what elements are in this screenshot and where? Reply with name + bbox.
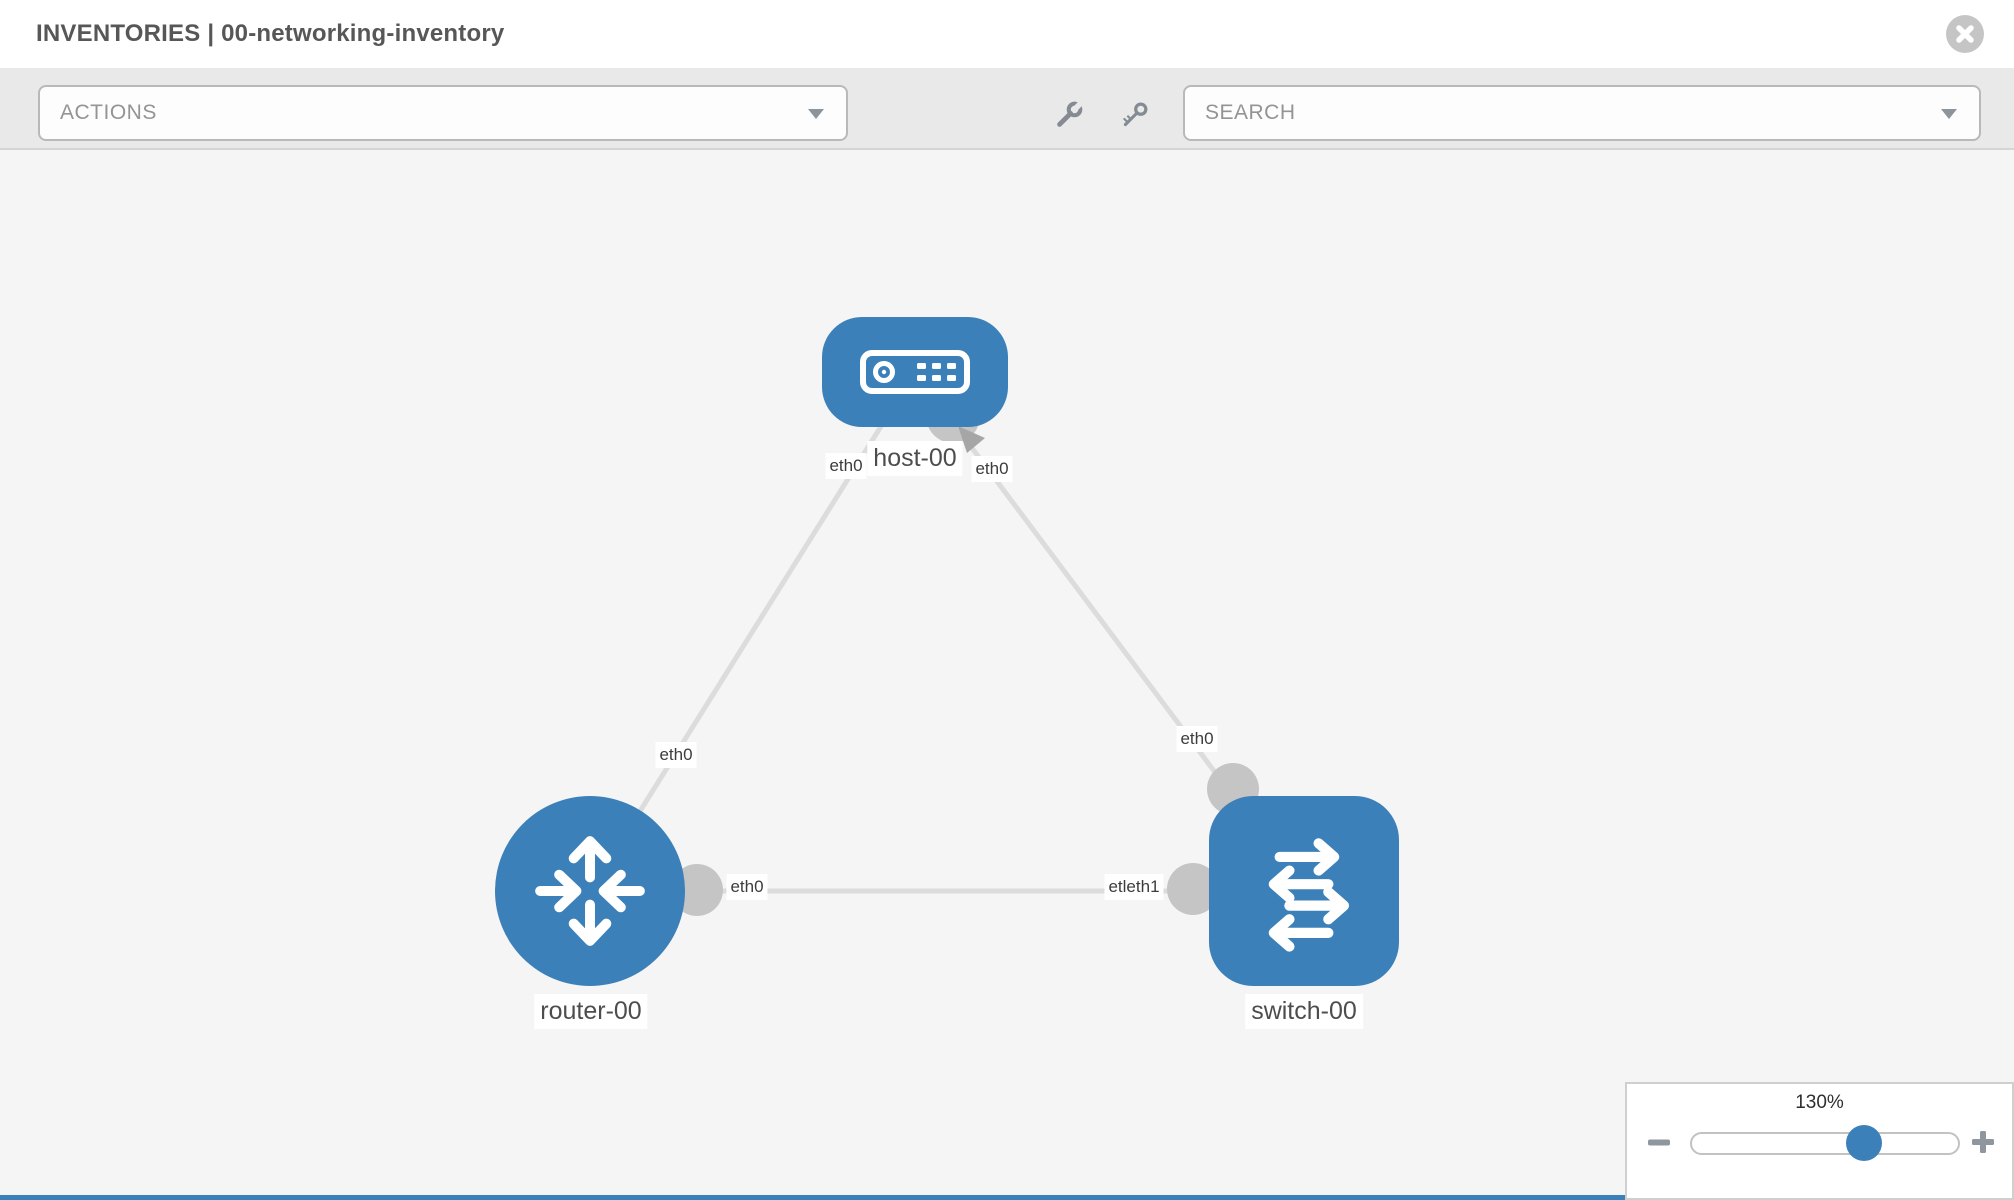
actions-label: ACTIONS [60,101,157,124]
switch-icon [1268,838,1350,952]
footer-strip [0,1195,2014,1200]
router-icon [535,836,645,946]
node-host[interactable] [822,317,1008,427]
zoom-panel: 130% [1625,1082,2014,1200]
port-label: eth0 [726,874,768,900]
page-title: INVENTORIES | 00-networking-inventory [36,20,505,47]
host-icon [860,350,970,394]
port-label: eth0 [1176,726,1218,752]
close-icon [1956,25,1974,43]
search-label: SEARCH [1205,101,1296,124]
port-label: eth0 [971,456,1013,482]
wrench-button[interactable] [1048,96,1088,136]
node-label: host-00 [867,441,963,476]
port-label: eth0 [655,742,697,768]
node-switch[interactable] [1209,796,1399,986]
node-label: switch-00 [1245,994,1363,1029]
header-bar: INVENTORIES | 00-networking-inventory [0,0,2014,68]
actions-dropdown[interactable]: ACTIONS [38,85,848,141]
port-label: eth0 [825,453,867,479]
dropdown-caret-icon [1941,109,1957,119]
zoom-out-button[interactable] [1641,1124,1677,1160]
close-button[interactable] [1946,15,1984,53]
zoom-slider-track[interactable] [1690,1132,1960,1155]
search-dropdown[interactable]: SEARCH [1183,85,1981,141]
plus-icon [1972,1131,1994,1153]
minus-icon [1648,1139,1670,1146]
port-label: etleth1 [1104,874,1164,900]
dropdown-caret-icon [808,109,824,119]
topology-canvas[interactable] [0,150,2014,1200]
node-label: router-00 [534,994,648,1029]
toolbar: ACTIONS SEARCH [0,68,2014,150]
zoom-value: 130% [1795,1092,1844,1113]
wrench-icon [1057,101,1083,127]
key-icon [1123,102,1148,127]
zoom-slider-handle[interactable] [1846,1125,1882,1161]
key-button[interactable] [1114,96,1154,136]
node-router[interactable] [495,796,685,986]
zoom-in-button[interactable] [1965,1124,2001,1160]
